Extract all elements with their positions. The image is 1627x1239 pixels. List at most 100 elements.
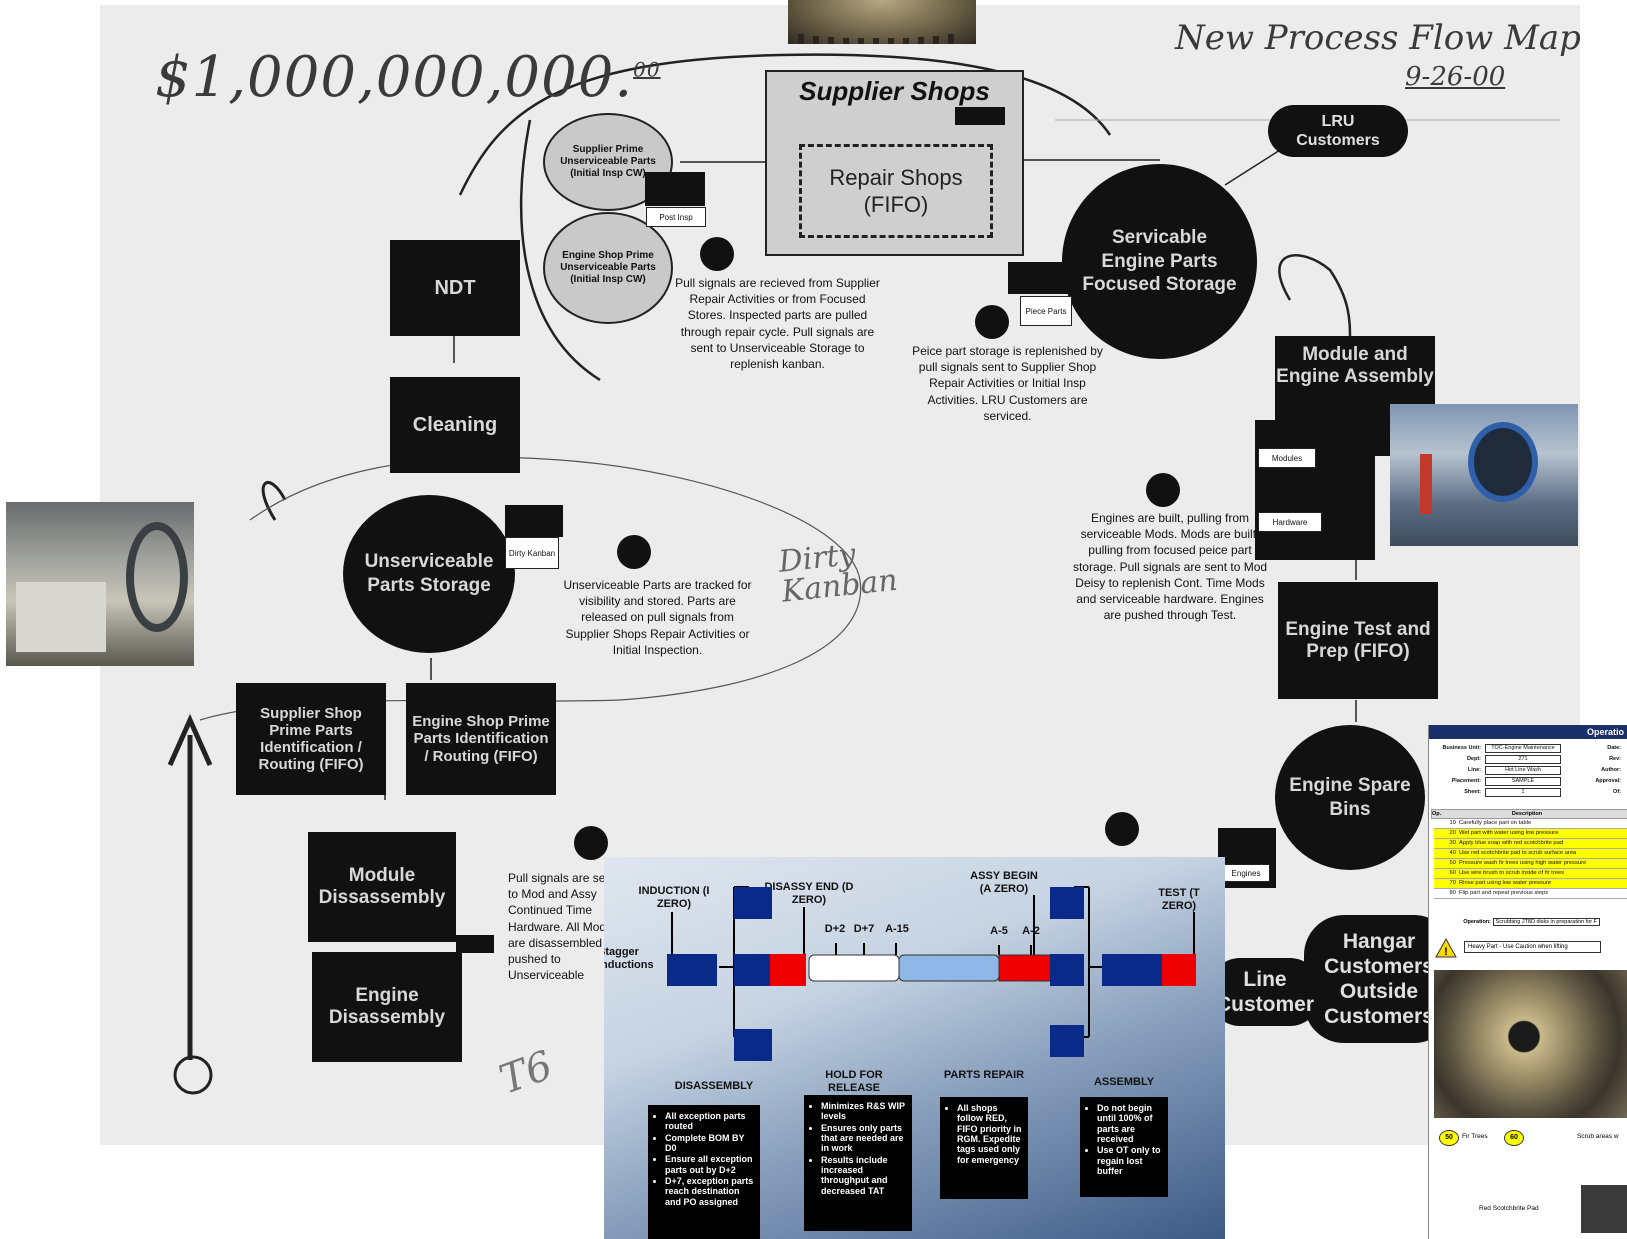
field-label: Of:: [1613, 789, 1621, 795]
red-zone-cylinder: [998, 954, 1052, 982]
unserviceable-storage-node: Unserviceable Parts Storage: [343, 495, 515, 653]
field-label: Date:: [1607, 745, 1621, 751]
field-label: Approval:: [1595, 778, 1621, 784]
assembly-bottom-block: [1050, 1025, 1084, 1057]
hold-buffer-cylinder: [808, 954, 900, 982]
note-pull-signals: Pull signals are sent to Mod and Assy Co…: [508, 871, 616, 983]
engine-disassembly-node: Engine Disassembly: [312, 952, 462, 1062]
piece-parts-tag: Piece Parts: [1020, 296, 1072, 326]
disassembly-block: [734, 954, 772, 986]
operation-label: Operation:: [1463, 919, 1491, 925]
handdrawn-loop-right: [1278, 254, 1352, 341]
steps-header: Op.Description: [1431, 809, 1627, 819]
stagger-label: Stagger Inductions: [604, 946, 654, 972]
field-label: Placement:: [1451, 778, 1481, 784]
equipment-shape: [16, 582, 106, 652]
parts-repair-rules: All shops follow RED, FIFO priority in R…: [940, 1097, 1028, 1199]
connector-storage-lru: [1224, 149, 1281, 186]
cleaning-node: Cleaning: [390, 377, 520, 473]
assembly-rules: Do not begin until 100% of parts are rec…: [1080, 1097, 1168, 1197]
ndt-node: NDT: [390, 240, 520, 336]
parts-repair-heading: PARTS REPAIR: [943, 1069, 1025, 1081]
red-pad-photo: [1581, 1185, 1627, 1233]
line-customer-node: Line Customer: [1210, 958, 1320, 1026]
assembly-heading: ASSEMBLY: [1093, 1076, 1155, 1088]
handdrawn-arrow-up: [261, 481, 287, 521]
operation-sheet-title: Operatio: [1429, 725, 1627, 739]
amount-value: $1,000,000,000.: [155, 45, 634, 110]
step-number: 70: [1449, 880, 1456, 886]
test-block: [1102, 954, 1164, 986]
repair-buffer-cylinder: [898, 954, 1000, 982]
rule-item: Results include increased throughput and…: [821, 1155, 906, 1196]
gear-photo-top: [788, 0, 976, 44]
engine-ring-shape: [126, 522, 188, 632]
handdrawn-loop-top: [458, 53, 1112, 196]
note-supplier-pull: Pull signals are recieved from Supplier …: [675, 276, 880, 371]
callout-60: 60: [1504, 1130, 1524, 1146]
module-disassembly-tab: [456, 935, 494, 953]
step-number: 20: [1449, 830, 1456, 836]
operation-value: Scrubbing JT8D disks in preparation for …: [1492, 918, 1601, 926]
rule-item: All shops follow RED, FIFO priority in R…: [957, 1103, 1022, 1165]
handdrawn-loop-left: [519, 119, 601, 382]
shop-floor-photo-left: [6, 502, 194, 666]
test-red-block: [1162, 954, 1196, 986]
tick-label: D+2: [824, 923, 846, 935]
step-marker: [1105, 812, 1139, 846]
svg-text:!: !: [1444, 946, 1448, 958]
gear-teeth-graphic: [798, 34, 954, 44]
field-label: Sheet:: [1464, 789, 1481, 795]
step-marker: [617, 535, 651, 569]
step-marker: [574, 826, 608, 860]
supplier-shops-tab: [955, 107, 1005, 125]
engines-tag: Engines: [1222, 864, 1270, 882]
step-number: 30: [1449, 840, 1456, 846]
dirty-kanban-tag: Dirty Kanban: [505, 537, 559, 569]
lru-customers-node: LRU Customers: [1268, 105, 1408, 157]
step-text: Use wire brush to scrub inside of fir tr…: [1459, 870, 1565, 876]
amount-heading: $1,000,000,000.00: [155, 45, 661, 110]
op-column-header: Op.: [1432, 811, 1442, 817]
modules-tag: Modules: [1258, 448, 1316, 468]
test-label: TEST (T ZERO): [1158, 887, 1200, 913]
handdrawn-big-arrowhead: [167, 713, 213, 767]
step-text: Use red scotchbrite pad to scrub surface…: [1459, 850, 1577, 856]
supplier-shop-routing-node: Supplier Shop Prime Parts Identification…: [236, 683, 386, 795]
field-value: 271: [1485, 755, 1561, 764]
dirty-kanban-block: [505, 505, 563, 537]
tick-label: A-15: [885, 923, 909, 935]
rule-item: Ensures only parts that are needed are i…: [821, 1123, 906, 1154]
rule-item: Ensure all exception parts out by D+2: [665, 1154, 754, 1175]
post-insp-block: [645, 172, 705, 206]
induction-label: INDUCTION (I ZERO): [638, 885, 710, 911]
hardware-tag: Hardware: [1258, 512, 1322, 532]
assy-begin-label: ASSY BEGIN (A ZERO): [970, 870, 1038, 896]
field-label: Line:: [1467, 767, 1481, 773]
field-value: TOC-Engine Maintenance: [1485, 744, 1561, 753]
map-date: 9-26-00: [1405, 62, 1506, 92]
note-piece-part: Peice part storage is replenished by pul…: [912, 344, 1103, 423]
step-number: 60: [1449, 870, 1456, 876]
step-text: Pressure wash fir trees using high water…: [1459, 860, 1587, 866]
field-label: Rev:: [1609, 756, 1621, 762]
tick-label: A-2: [1022, 925, 1040, 937]
map-title: New Process Flow Map: [1175, 18, 1581, 58]
module-disassembly-node: Module Dissassembly: [308, 832, 456, 942]
field-label: Dept:: [1466, 756, 1481, 762]
step-text: Carefully place part on table: [1459, 820, 1532, 826]
disassembly-bottom-block: [734, 1029, 772, 1061]
buffer-timeline-slide: INDUCTION (I ZERO) DISASSY END (D ZERO) …: [604, 857, 1225, 1239]
field-value: 1: [1485, 788, 1561, 797]
step-number: 10: [1449, 820, 1456, 826]
handdrawn-dirty-loop: [199, 456, 862, 721]
step-marker: [700, 237, 734, 271]
field-value: SAMPLE: [1485, 777, 1561, 786]
step-marker: [1146, 473, 1180, 507]
